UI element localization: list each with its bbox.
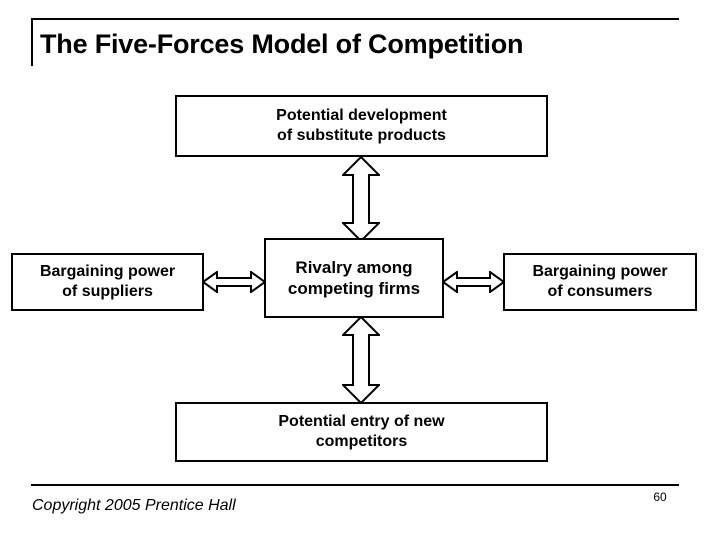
box-potential-substitutes[interactable]: Potential development of substitute prod…	[175, 95, 548, 157]
box-bargaining-power-consumers-label: Bargaining power of consumers	[532, 263, 668, 300]
box-rivalry-among-competing-firms-label: Rivalry among competing firms	[287, 258, 421, 298]
footer-page-number: 60	[653, 490, 667, 504]
box-rivalry-among-competing-firms[interactable]: Rivalry among competing firms	[264, 238, 444, 318]
page-title: The Five-Forces Model of Competition	[40, 29, 524, 59]
arrow-center-to-right-icon	[442, 271, 505, 293]
box-potential-entry-new-competitors[interactable]: Potential entry of new competitors	[175, 402, 548, 462]
arrow-center-to-bottom-icon	[342, 316, 380, 404]
box-bargaining-power-suppliers-label: Bargaining power of suppliers	[39, 263, 176, 300]
box-bargaining-power-consumers[interactable]: Bargaining power of consumers	[503, 253, 697, 311]
footer-copyright: Copyright 2005 Prentice Hall	[32, 497, 236, 514]
box-potential-substitutes-label: Potential development of substitute prod…	[276, 107, 447, 144]
title-frame-rule	[31, 18, 679, 66]
box-potential-entry-new-competitors-label: Potential entry of new competitors	[278, 413, 445, 450]
arrow-left-to-center-icon	[202, 271, 266, 293]
box-bargaining-power-suppliers[interactable]: Bargaining power of suppliers	[11, 253, 204, 311]
footer-divider	[31, 484, 679, 486]
arrow-top-to-center-icon	[342, 156, 380, 242]
